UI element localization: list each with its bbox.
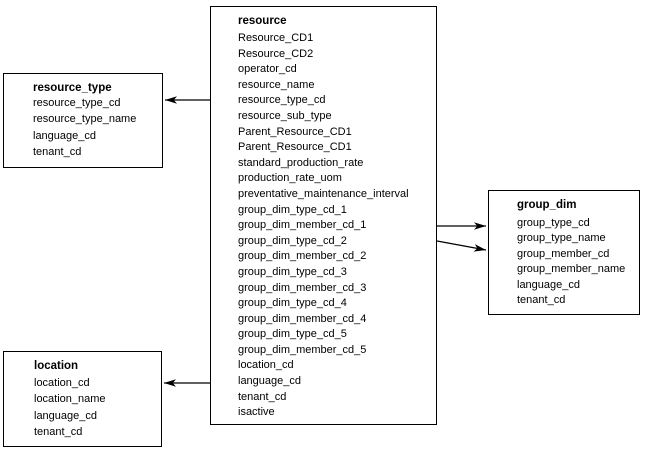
field-row: resource_sub_type	[238, 109, 332, 122]
table-group-dim-title: group_dim	[517, 199, 577, 211]
field-row: group_member_name	[517, 263, 626, 276]
field-row: tenant_cd	[517, 293, 566, 306]
field-row: resource_name	[238, 78, 315, 91]
field-row: group_dim_type_cd_2	[238, 234, 347, 247]
field-row: tenant_cd	[238, 390, 287, 403]
field-row: group_type_cd	[517, 217, 590, 229]
field-row: group_dim_member_cd_3	[238, 281, 367, 294]
field-row: group_dim_member_cd_1	[238, 219, 367, 232]
field-row: tenant_cd	[34, 425, 83, 438]
field-row: resource_type_name	[33, 113, 137, 126]
field-row: language_cd	[33, 129, 97, 142]
table-resource-field-list: Resource_CD1 Resource_CD2 operator_cd re…	[238, 31, 436, 421]
table-group-dim[interactable]: group_dim group_type_cd group_type_name …	[488, 190, 640, 315]
field-row: Parent_Resource_CD1	[238, 125, 352, 138]
table-location[interactable]: location location_cd location_name langu…	[3, 351, 162, 447]
field-row: group_dim_type_cd_3	[238, 265, 347, 278]
field-row: group_dim_member_cd_4	[238, 312, 367, 325]
table-group-dim-field-list: group_type_cd group_type_name group_memb…	[517, 216, 639, 308]
field-row: Resource_CD1	[238, 32, 314, 44]
table-resource-type-title: resource_type	[33, 82, 112, 94]
table-resource-title: resource	[238, 15, 287, 27]
field-row: group_dim_member_cd_5	[238, 343, 367, 356]
table-resource-type[interactable]: resource_type resource_type_cd resource_…	[3, 73, 163, 168]
field-row: resource_type_cd	[238, 94, 326, 107]
field-row: location_name	[34, 393, 106, 406]
field-row: group_dim_type_cd_4	[238, 297, 347, 310]
field-row: Resource_CD2	[238, 47, 314, 60]
field-row: location_cd	[34, 377, 90, 389]
field-row: preventative_maintenance_interval	[238, 187, 409, 200]
table-resource-type-field-list: resource_type_cd resource_type_name lang…	[33, 95, 162, 161]
field-row: language_cd	[238, 375, 302, 388]
field-row: group_dim_type_cd_1	[238, 203, 347, 216]
field-row: group_type_name	[517, 232, 606, 245]
field-row: isactive	[238, 406, 275, 419]
table-location-title: location	[34, 360, 79, 372]
arrow-resource-to-group-dim-2	[436, 240, 487, 252]
field-row: language_cd	[517, 278, 581, 291]
field-row: group_member_cd	[517, 247, 610, 260]
field-row: group_dim_type_cd_5	[238, 328, 347, 341]
field-row: operator_cd	[238, 63, 297, 76]
field-row: production_rate_uom	[238, 172, 342, 185]
table-resource[interactable]: resource Resource_CD1 Resource_CD2 opera…	[210, 6, 437, 425]
field-row: location_cd	[238, 359, 294, 372]
field-row: standard_production_rate	[238, 156, 364, 169]
field-row: tenant_cd	[33, 146, 82, 159]
field-row: language_cd	[34, 409, 98, 422]
table-location-field-list: location_cd location_name language_cd te…	[34, 375, 161, 440]
field-row: group_dim_member_cd_2	[238, 250, 367, 263]
field-row: resource_type_cd	[33, 97, 121, 109]
field-row: Parent_Resource_CD1	[238, 141, 352, 154]
